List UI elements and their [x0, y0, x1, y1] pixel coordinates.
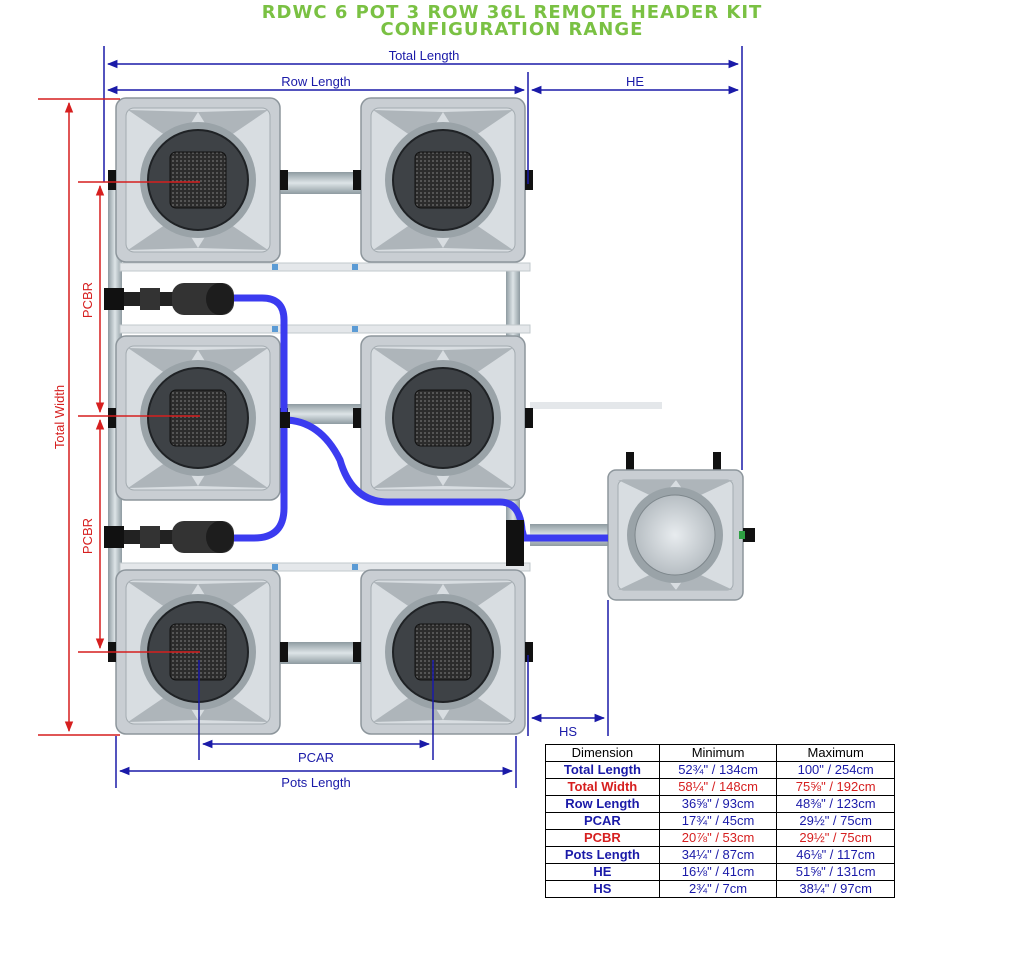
title-line-1: RDWC 6 POT 3 ROW 36L REMOTE HEADER KIT: [261, 2, 763, 23]
label-he: HE: [626, 74, 644, 89]
label-pots-length: Pots Length: [281, 775, 350, 790]
label-hs: HS: [559, 724, 577, 739]
minimum-cell: 34¼" / 87cm: [658, 846, 778, 864]
pot: [353, 335, 533, 501]
connector-pipe-row1: [280, 172, 365, 194]
label-total-width: Total Width: [52, 385, 67, 449]
minimum-cell: 36⅝" / 93cm: [658, 795, 778, 813]
minimum-cell: 20⅞" / 53cm: [658, 829, 778, 847]
dim-pcbr: PCBR PCBR: [78, 181, 200, 653]
pot-grid: [108, 97, 533, 735]
dim-row-length: Row Length: [106, 72, 529, 184]
dim-total-width: Total Width: [38, 98, 120, 736]
label-row-length: Row Length: [281, 74, 350, 89]
pump-lower: [104, 521, 234, 553]
dim-pcar: PCAR: [198, 660, 434, 765]
dimension-name-cell: PCBR: [545, 829, 660, 847]
maximum-cell: 100" / 254cm: [776, 761, 895, 779]
pump-upper: [104, 283, 234, 315]
dimension-name-cell: HE: [545, 863, 660, 881]
maximum-cell: 48⅜" / 123cm: [776, 795, 895, 813]
label-pcbr-bottom: PCBR: [80, 518, 95, 554]
label-pcar: PCAR: [298, 750, 334, 765]
dimension-name-cell: Total Length: [545, 761, 660, 779]
minimum-cell: 17¾" / 45cm: [658, 812, 778, 830]
pot: [108, 335, 288, 501]
header-dimension: Dimension: [545, 744, 660, 762]
dimension-name-cell: Pots Length: [545, 846, 660, 864]
maximum-cell: 29½" / 75cm: [776, 812, 895, 830]
maximum-cell: 51⅝" / 131cm: [776, 863, 895, 881]
pot: [108, 97, 288, 263]
maximum-cell: 38¼" / 97cm: [776, 880, 895, 898]
header-minimum: Minimum: [658, 744, 778, 762]
minimum-cell: 58¼" / 148cm: [658, 778, 778, 796]
header-maximum: Maximum: [776, 744, 895, 762]
dim-hs: HS: [527, 600, 609, 739]
hose-system: [230, 294, 608, 566]
label-total-length: Total Length: [389, 48, 460, 63]
title-line-2: CONFIGURATION RANGE: [380, 19, 644, 40]
dimension-name-cell: Row Length: [545, 795, 660, 813]
dimension-name-cell: HS: [545, 880, 660, 898]
table-header-row: Dimension Minimum Maximum: [545, 744, 895, 762]
label-pcbr-top: PCBR: [80, 282, 95, 318]
dim-pots-length: Pots Length: [115, 736, 517, 790]
dimension-name-cell: PCAR: [545, 812, 660, 830]
header-tank: [607, 452, 755, 601]
maximum-cell: 46⅛" / 117cm: [776, 846, 895, 864]
minimum-cell: 16⅛" / 41cm: [658, 863, 778, 881]
pot: [353, 569, 533, 735]
pot: [353, 97, 533, 263]
dimension-name-cell: Total Width: [545, 778, 660, 796]
minimum-cell: 2¾" / 7cm: [658, 880, 778, 898]
minimum-cell: 52¾" / 134cm: [658, 761, 778, 779]
maximum-cell: 29½" / 75cm: [776, 829, 895, 847]
maximum-cell: 75⅝" / 192cm: [776, 778, 895, 796]
connector-pipe-row3: [280, 642, 365, 664]
dim-he: HE: [530, 74, 740, 95]
dim-total-length: Total Length: [103, 46, 743, 470]
